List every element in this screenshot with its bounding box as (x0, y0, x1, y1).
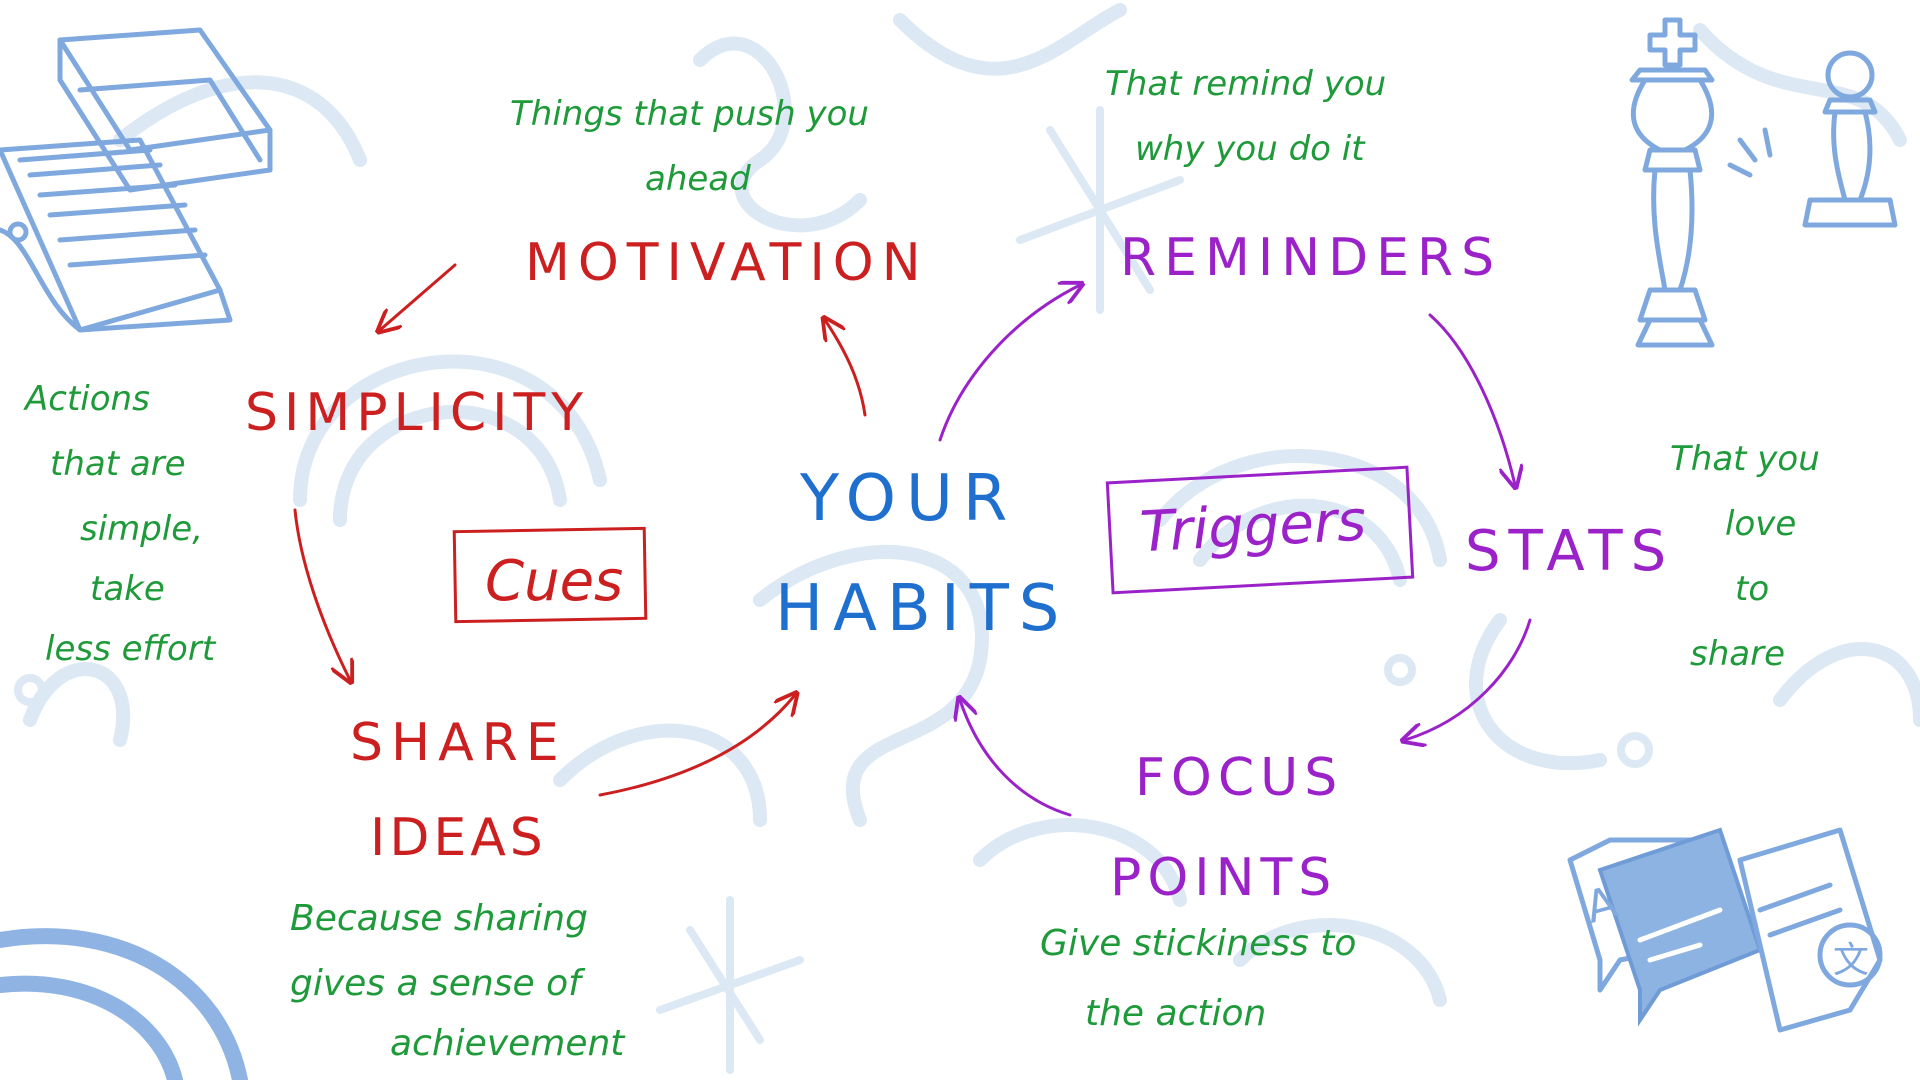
share-ideas-note-3: achievement (390, 1023, 626, 1064)
stats-note-1: That you (1670, 439, 1820, 479)
arrow-stats-to-focus (1405, 618, 1532, 740)
simplicity-note-1: Actions (23, 379, 150, 419)
focus-points-note-1: Give stickiness to (1040, 923, 1356, 964)
books-icon (0, 27, 273, 333)
center-title-line2: HABITS (775, 572, 1069, 646)
background-doodles (14, 3, 1920, 1074)
reminders-note-1: That remind you (1105, 64, 1386, 104)
focus-points-note-2: the action (1085, 993, 1266, 1034)
reminders-title: REMINDERS (1120, 228, 1502, 288)
translate-chat-icon: A 文 (1567, 827, 1883, 1033)
simplicity-note-5: less effort (45, 629, 217, 669)
chess-pieces-icon (1629, 17, 1898, 348)
motivation-note-1: Things that push you (510, 94, 869, 134)
cues-box (452, 526, 648, 624)
cues-arrows (293, 263, 867, 797)
arrow-focus-to-center (960, 700, 1072, 817)
simplicity-note-4: take (90, 569, 165, 609)
share-ideas-note-2: gives a sense of (290, 963, 586, 1004)
stats-note-2: love (1725, 504, 1796, 544)
share-ideas-title-2: IDEAS (370, 808, 547, 868)
simplicity-note-3: simple, (80, 509, 203, 549)
center-title-line1: YOUR (799, 462, 1017, 536)
arrow-motivation-to-simplicity (380, 263, 457, 330)
arrow-center-to-motivation (825, 320, 867, 417)
share-ideas-note-1: Because sharing (290, 898, 588, 939)
triggers-box (1105, 465, 1415, 595)
simplicity-note-2: that are (50, 444, 186, 484)
simplicity-title: SIMPLICITY (245, 383, 589, 443)
arrow-center-to-reminders (938, 285, 1080, 442)
focus-points-title-2: POINTS (1110, 848, 1337, 908)
arrow-simplicity-to-share (293, 508, 350, 680)
svg-text:文: 文 (1833, 940, 1869, 981)
share-ideas-title-1: SHARE (350, 713, 567, 773)
stats-note-3: to (1735, 569, 1769, 609)
reminders-note-2: why you do it (1135, 129, 1366, 169)
rainbow-arc-icon (0, 928, 248, 1080)
motivation-title: MOTIVATION (525, 233, 929, 293)
cues-label: Cues (485, 549, 623, 614)
arrow-reminders-to-stats (1428, 313, 1515, 485)
stats-note-4: share (1690, 634, 1785, 674)
arrow-share-to-center (598, 695, 795, 797)
triggers-arrows (938, 285, 1532, 817)
triggers-label: Triggers (1138, 488, 1367, 565)
focus-points-title-1: FOCUS (1135, 748, 1343, 808)
motivation-note-2: ahead (645, 159, 751, 199)
stats-title: STATS (1465, 519, 1674, 584)
